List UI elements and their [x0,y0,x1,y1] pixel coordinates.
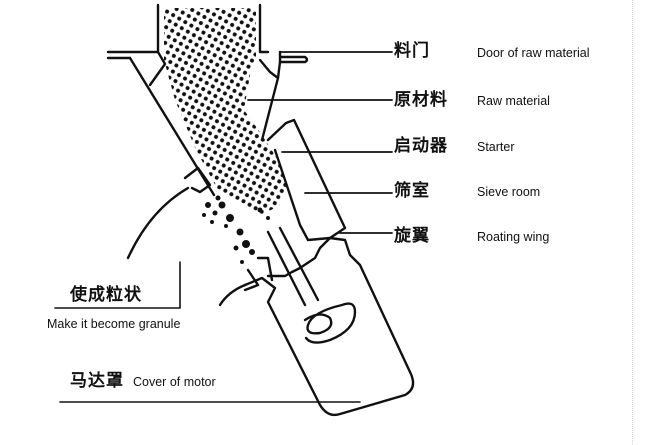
left-housing [183,166,212,194]
sieve-housing-inner [273,148,332,242]
label-wing-zh: 旋翼 [394,226,430,246]
label-raw-zh: 原材料 [394,90,448,110]
label-raw-en: Raw material [477,94,550,108]
leader-granule [54,261,181,309]
door-bracket [258,58,280,80]
label-granule-en: Make it become granule [47,317,181,331]
label-starter-en: Starter [477,140,515,154]
housing-arc [126,186,190,260]
motor-spiral [303,302,357,344]
label-granule-zh: 使成粒状 [70,285,142,305]
page-edge-rule [632,0,634,445]
rotor-shaft [266,226,320,307]
label-motor-zh: 马达罩 [70,371,124,391]
motor-cover [243,236,415,417]
door-plate [278,50,309,64]
granule-chute [243,256,274,292]
motor-arc [218,283,247,307]
label-sieve-en: Sieve room [477,185,541,199]
sieve-housing-outer [266,118,347,240]
granules [202,195,270,264]
label-sieve-zh: 筛室 [394,181,430,201]
label-wing-en: Roating wing [477,230,550,244]
label-starter-zh: 启动器 [394,136,448,156]
label-door-zh: 料门 [394,41,430,61]
label-motor-en: Cover of motor [133,375,216,389]
raw-material-fill [164,8,288,215]
hopper-wall-left [106,3,160,60]
chute-inner-left [148,50,167,87]
label-door-en: Door of raw material [477,46,590,60]
hopper-wall-right [258,3,270,54]
